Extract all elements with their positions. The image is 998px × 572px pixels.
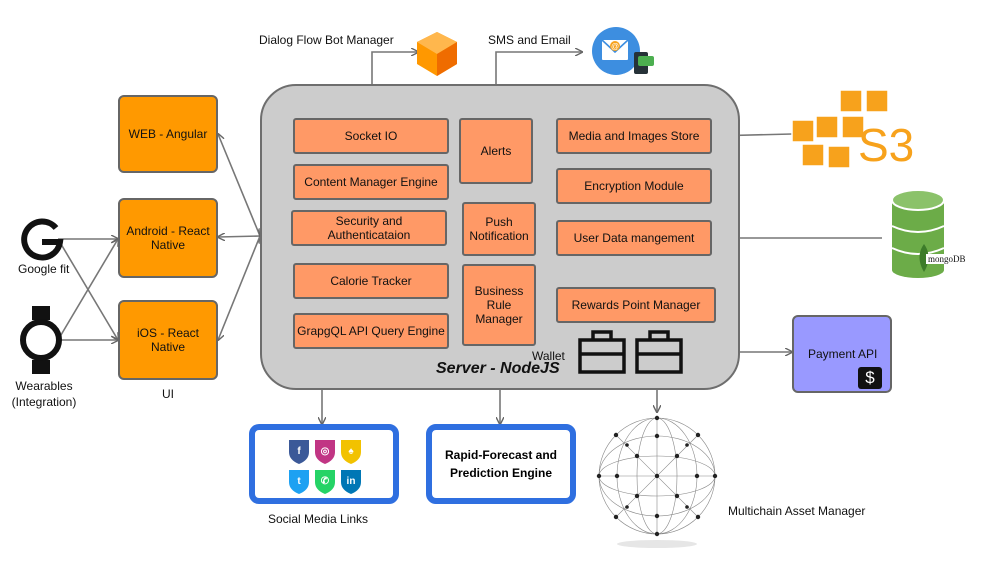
mongodb-icon — [891, 189, 945, 278]
server-title: Server - NodeJS — [436, 360, 560, 377]
user-data-module: User Data mangement — [556, 220, 712, 256]
android-box: Android - React Native — [118, 198, 218, 278]
svg-text:f: f — [297, 446, 301, 457]
sms-email-icon: @ — [592, 27, 654, 75]
encryption-module: Encryption Module — [556, 168, 712, 204]
sms-email-label: SMS and Email — [488, 33, 571, 47]
smartwatch-icon — [20, 306, 62, 374]
socket-io-module: Socket IO — [293, 118, 449, 154]
s3-label: S3 — [858, 119, 915, 171]
dialog-flow-label: Dialog Flow Bot Manager — [259, 33, 394, 47]
svg-text:t: t — [297, 476, 301, 487]
social-media-box: f ◎ ♠ t ✆ in — [249, 424, 399, 504]
linkedin-icon: in — [341, 470, 361, 494]
payment-api-label: Payment API — [808, 347, 878, 361]
wallet-icon — [578, 330, 683, 374]
svg-text:◎: ◎ — [321, 446, 330, 457]
svg-text:@: @ — [611, 42, 619, 51]
svg-text:in: in — [347, 476, 356, 487]
graphql-module: GrapgQL API Query Engine — [293, 313, 449, 349]
aws-s3-icon — [791, 89, 889, 169]
multichain-network-icon — [596, 415, 718, 548]
push-notification-module: Push Notification — [462, 202, 536, 256]
google-fit-label: Google fit — [18, 262, 70, 276]
social-icons: f ◎ ♠ t ✆ in — [289, 440, 361, 494]
wallet-label: Wallet — [532, 349, 565, 363]
media-store-module: Media and Images Store — [556, 118, 712, 154]
dollar-icon: $ — [858, 367, 882, 389]
snapchat-icon: ♠ — [341, 440, 361, 464]
dialogflow-icon — [417, 32, 457, 76]
calorie-tracker-module: Calorie Tracker — [293, 263, 449, 299]
security-module: Security and Authenticataion — [291, 210, 447, 246]
wearables-label: Wearables (Integration) — [11, 379, 77, 409]
multichain-label: Multichain Asset Manager — [728, 504, 866, 518]
ui-caption: UI — [162, 387, 174, 401]
svg-text:✆: ✆ — [321, 476, 330, 487]
rewards-module: Rewards Point Manager — [556, 287, 716, 323]
svg-text:♠: ♠ — [348, 446, 354, 457]
social-caption: Social Media Links — [268, 512, 369, 526]
content-manager-module: Content Manager Engine — [293, 164, 449, 200]
facebook-icon: f — [289, 440, 309, 464]
alerts-module: Alerts — [459, 118, 533, 184]
business-rule-module: Business Rule Manager — [462, 264, 536, 346]
instagram-icon: ◎ — [315, 440, 335, 464]
mongodb-label: mongoDB — [926, 254, 968, 264]
payment-api-box: Payment API $ — [792, 315, 892, 393]
whatsapp-icon: ✆ — [315, 470, 335, 494]
twitter-icon: t — [289, 470, 309, 494]
web-angular-box: WEB - Angular — [118, 95, 218, 173]
ios-box: iOS - React Native — [118, 300, 218, 380]
forecast-engine-box: Rapid-Forecast and Prediction Engine — [426, 424, 576, 504]
google-fit-icon — [21, 218, 64, 261]
